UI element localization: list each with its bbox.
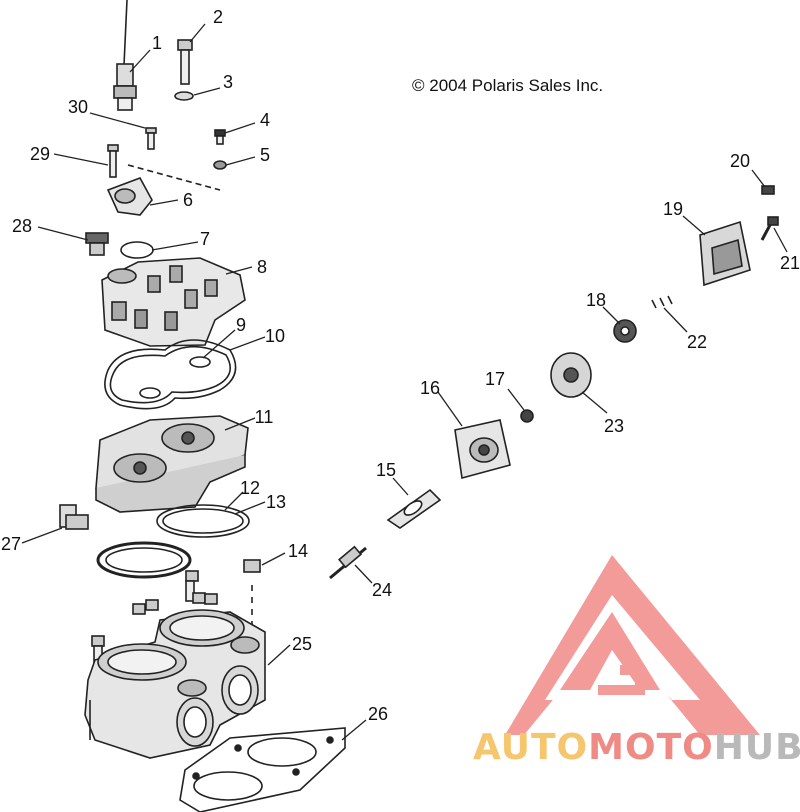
- part-21-bolt: [760, 216, 779, 241]
- watermark-logo: [505, 555, 760, 735]
- callout-4: 4: [259, 110, 270, 130]
- callout-21: 21: [779, 253, 800, 273]
- callout-10: 10: [264, 326, 286, 346]
- callout-7: 7: [199, 229, 210, 249]
- copyright-notice: © 2004 Polaris Sales Inc.: [412, 76, 604, 95]
- callout-2: 2: [212, 7, 223, 27]
- part-3-washer: [174, 91, 194, 101]
- callout-3: 3: [222, 72, 233, 92]
- part-12-gasket: [156, 504, 250, 538]
- part-6-housing: [106, 164, 221, 216]
- part-15-gasket: [386, 488, 442, 529]
- part-27-elbow: [59, 504, 89, 530]
- part-7-o-ring: [120, 241, 154, 259]
- part-26-base-gasket: [179, 727, 346, 812]
- part-20-bolt: [761, 185, 775, 195]
- callout-6: 6: [182, 190, 193, 210]
- part-18-bearing: [613, 319, 637, 343]
- callout-1: 1: [151, 33, 162, 53]
- brand-moto: MOTO: [588, 727, 714, 768]
- part-8-head-cover: [101, 257, 246, 347]
- part-4-screw: [214, 129, 226, 145]
- brand-auto: AUTO: [473, 727, 589, 768]
- callout-16: 16: [419, 378, 441, 398]
- callout-30: 30: [67, 97, 89, 117]
- callout-25: 25: [291, 634, 313, 654]
- callout-28: 28: [11, 216, 33, 236]
- part-22-spring: [651, 295, 673, 309]
- callout-18: 18: [585, 290, 607, 310]
- callout-15: 15: [375, 460, 397, 480]
- part-2-bolt: [177, 39, 193, 85]
- callout-13: 13: [265, 492, 287, 512]
- part-9-10-gasket: [104, 339, 237, 410]
- callout-26: 26: [367, 704, 389, 724]
- part-17-nut: [520, 409, 534, 423]
- callout-22: 22: [686, 332, 708, 352]
- callout-27: 27: [0, 534, 22, 554]
- part-23-impeller: [550, 352, 592, 398]
- part-13-gasket: [162, 508, 244, 534]
- part-11-cylinder-head: [95, 415, 249, 513]
- callout-19: 19: [662, 199, 684, 219]
- part-30-screw: [145, 127, 157, 150]
- cylinder-studs: [91, 570, 218, 663]
- callout-24: 24: [371, 580, 393, 600]
- part-29-bolt: [107, 144, 119, 178]
- part-24-sensor: [329, 545, 367, 580]
- callout-12: 12: [239, 478, 261, 498]
- watermark-brand: AUTOMOTOHUB: [473, 727, 800, 768]
- callout-17: 17: [484, 369, 506, 389]
- callout-11: 11: [254, 407, 274, 427]
- callout-29: 29: [29, 144, 51, 164]
- leader-lines: [21, 23, 788, 741]
- callout-5: 5: [259, 145, 270, 165]
- part-1-sender: [113, 0, 137, 111]
- part-19-cover-plate: [699, 220, 751, 287]
- part-28-thermostat: [85, 232, 109, 256]
- part-5-nut: [213, 160, 227, 170]
- callout-20: 20: [729, 151, 751, 171]
- part-25-cylinder-block: [84, 609, 266, 759]
- part-14-nut: [243, 559, 261, 573]
- base-gasket: [96, 541, 192, 579]
- callout-9: 9: [235, 315, 246, 335]
- callout-8: 8: [256, 257, 267, 277]
- callout-14: 14: [287, 541, 309, 561]
- part-16-pump-cover: [454, 419, 511, 480]
- brand-hub: HUB: [713, 727, 800, 768]
- callout-23: 23: [603, 416, 625, 436]
